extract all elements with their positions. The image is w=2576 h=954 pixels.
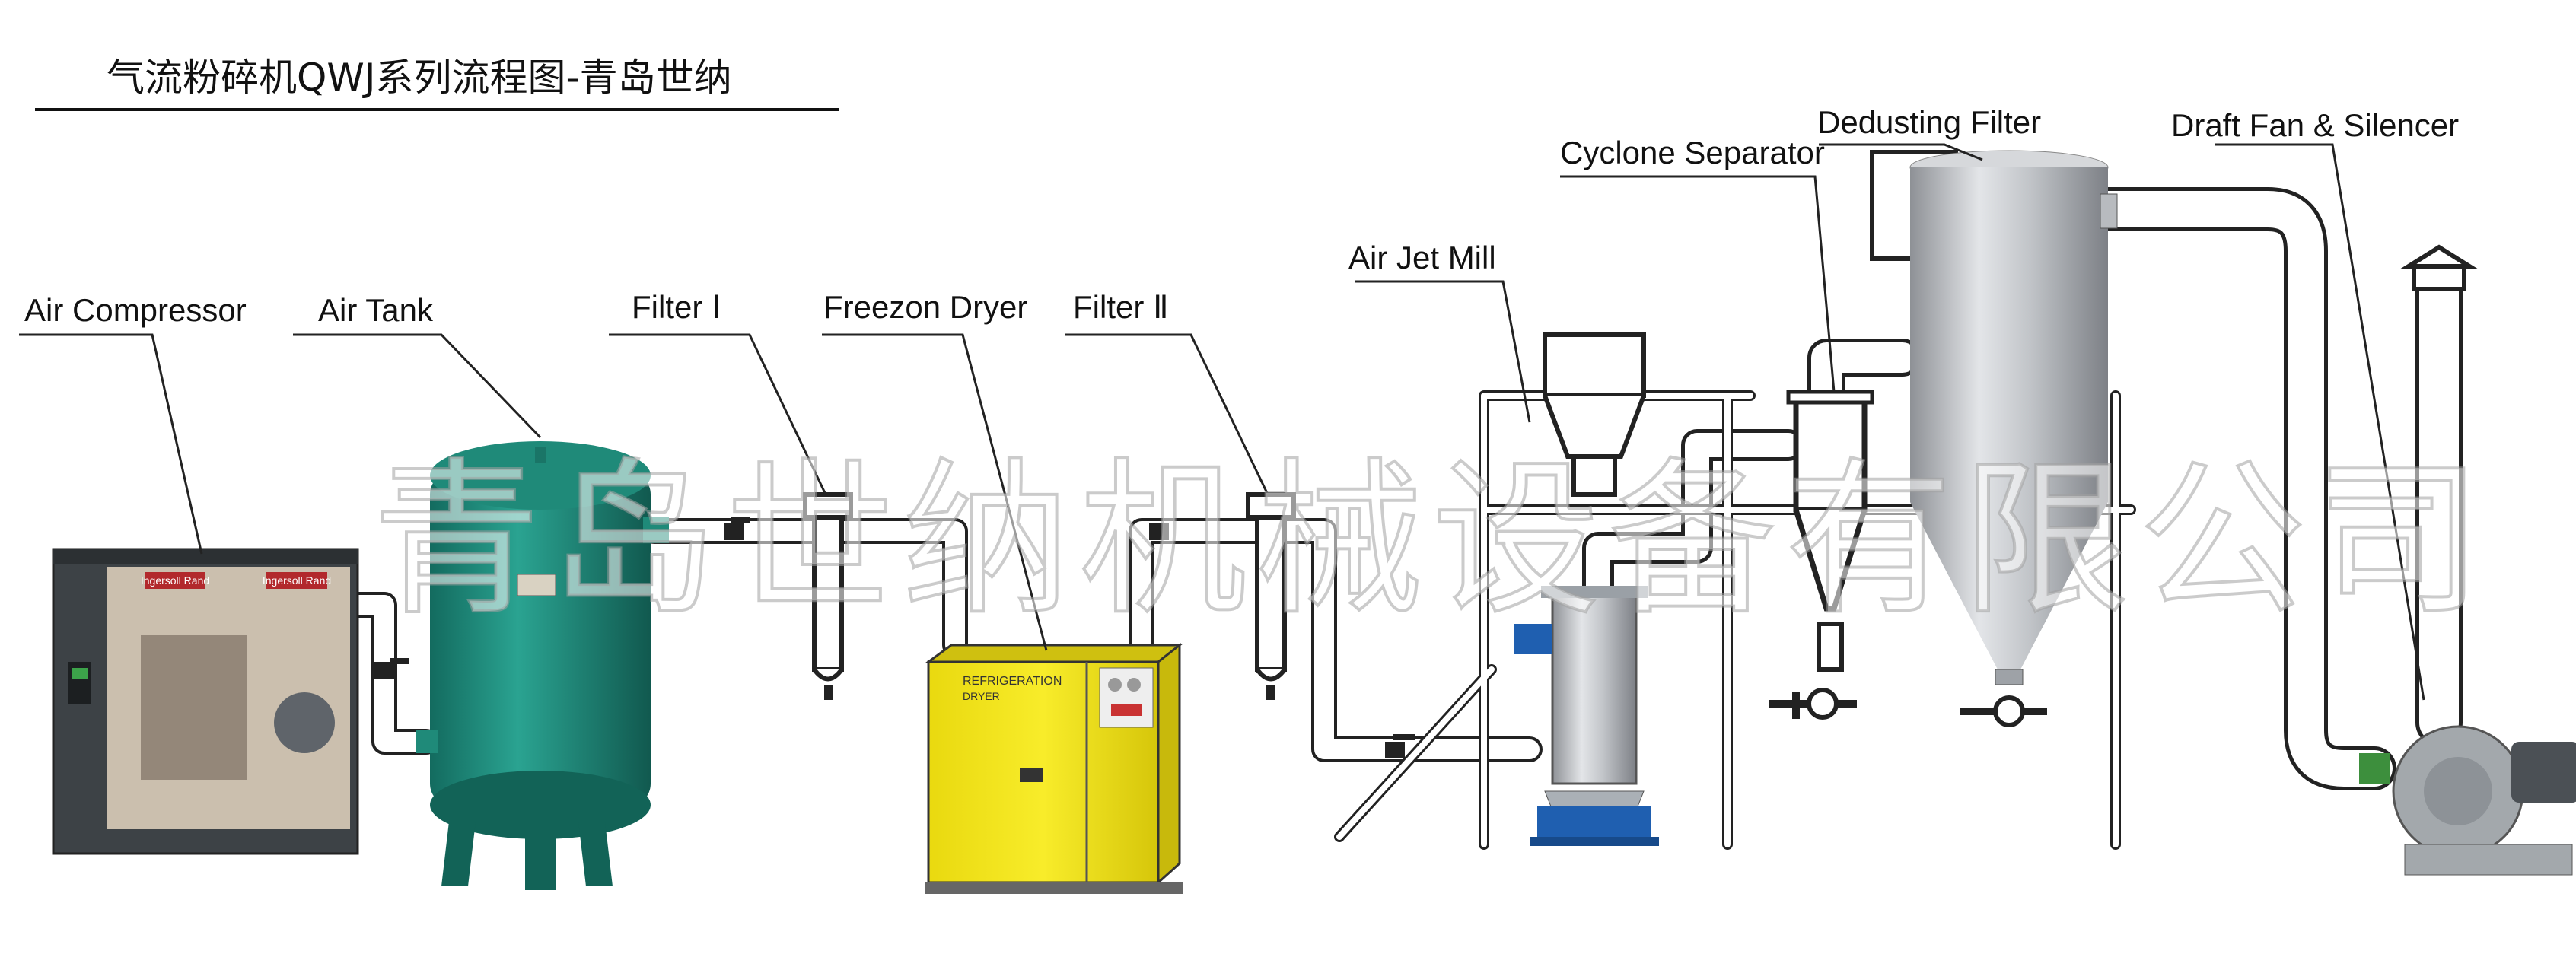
label-dedusting-filter: Dedusting Filter	[1817, 104, 2042, 140]
leader-lines	[19, 143, 2425, 701]
label-freezon-dryer: Freezon Dryer	[823, 289, 1028, 325]
label-filter-2: Filter Ⅱ	[1073, 289, 1169, 325]
air-tank	[416, 441, 669, 890]
air-jet-mill	[1514, 332, 1659, 846]
dryer-panel-line2: DRYER	[963, 690, 1000, 702]
label-draft-fan-silencer: Draft Fan & Silencer	[2171, 107, 2460, 143]
compressor-brand-right: Ingersoll Rand	[263, 574, 331, 587]
company-watermark: 青岛世纳机械设备有限公司	[371, 443, 2492, 638]
title-underline	[35, 108, 839, 111]
draft-fan-silencer	[2359, 244, 2576, 876]
compressor-brand-left: Ingersoll Rand	[141, 574, 209, 587]
label-air-tank: Air Tank	[318, 292, 433, 328]
label-air-jet-mill: Air Jet Mill	[1348, 240, 1496, 275]
dedusting-filter	[1870, 150, 2118, 727]
label-filter-1: Filter Ⅰ	[632, 289, 721, 325]
freezon-dryer: REFRIGERATION DRYER	[925, 642, 1183, 894]
dryer-panel-line1: REFRIGERATION	[963, 675, 1062, 688]
filter-2	[1246, 492, 1296, 700]
filter-1	[803, 492, 853, 700]
cyclone-separator	[1769, 390, 1874, 720]
air-compressor: Ingersoll Rand Ingersoll Rand	[52, 548, 359, 855]
valve-icons	[374, 517, 1415, 758]
page-title: 气流粉碎机QWJ系列流程图-青岛世纳	[107, 56, 732, 100]
label-cyclone-separator: Cyclone Separator	[1560, 135, 1825, 170]
label-air-compressor: Air Compressor	[24, 292, 247, 328]
